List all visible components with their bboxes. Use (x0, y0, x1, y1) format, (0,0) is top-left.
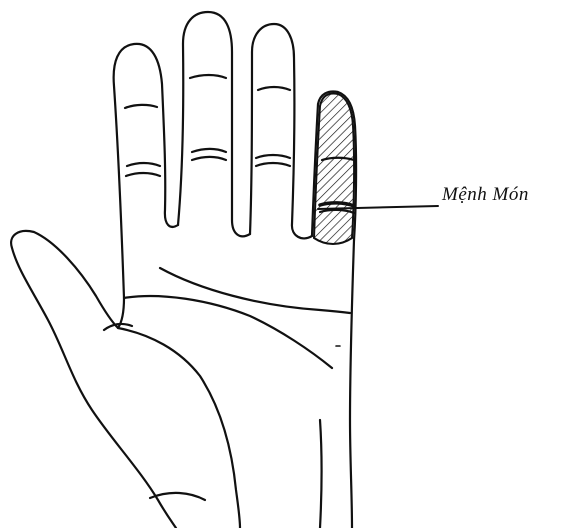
ring-crease-lower-2 (256, 163, 290, 166)
heart-line (160, 268, 350, 313)
index-crease-lower (127, 163, 160, 166)
callout-label-menh-mon: Mệnh Món (442, 184, 529, 206)
thumb-outline (11, 231, 176, 528)
middle-crease-upper (190, 75, 226, 78)
index-crease-lower-2 (126, 173, 160, 176)
middle-crease-lower-2 (192, 157, 226, 160)
middle-crease-lower (192, 149, 226, 152)
ring-finger-outline (250, 24, 312, 238)
index-crease-upper (125, 105, 157, 108)
head-line (124, 296, 332, 368)
middle-finger-outline (178, 12, 250, 236)
palm-right-edge (350, 240, 354, 528)
little-finger-hatched-region (314, 94, 354, 245)
ring-crease-upper (258, 87, 290, 90)
ring-crease-lower (256, 155, 290, 158)
index-finger-outline (114, 44, 178, 298)
life-line (118, 328, 240, 528)
palm-lower-right-line (320, 420, 322, 528)
